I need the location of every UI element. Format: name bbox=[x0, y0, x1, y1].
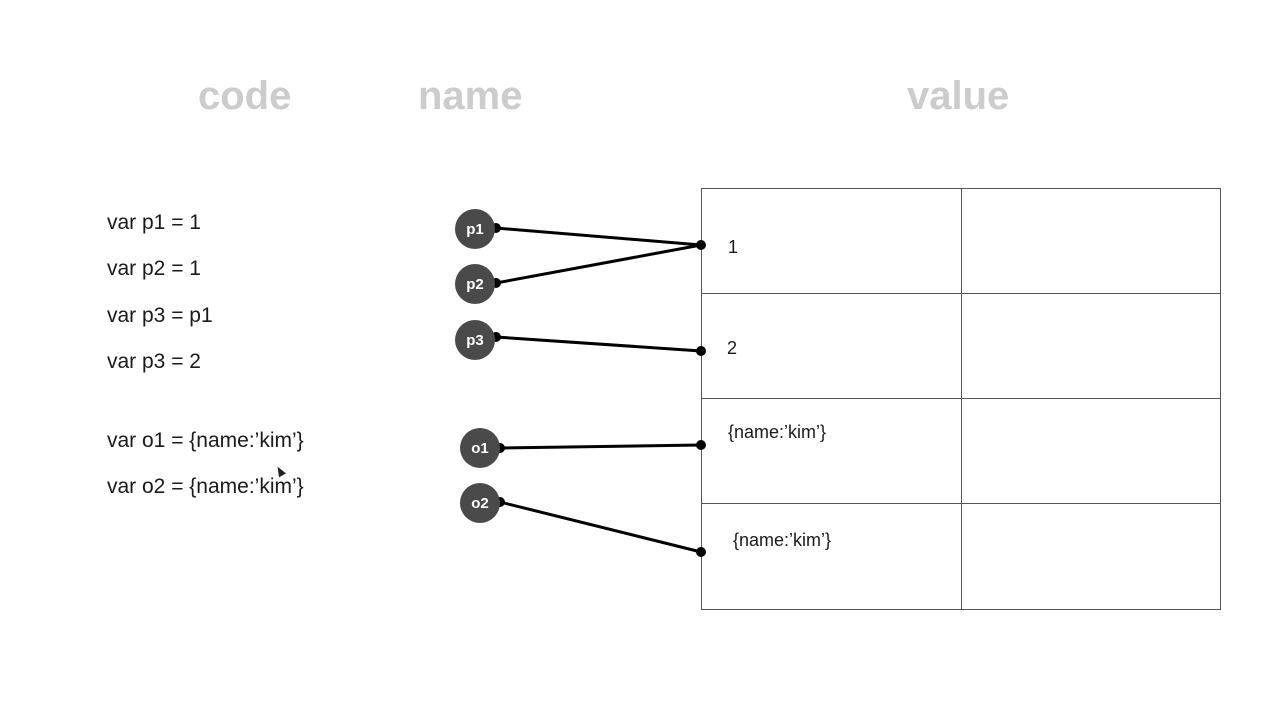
link-p3-to-2 bbox=[495, 335, 702, 353]
value-cell bbox=[702, 399, 962, 504]
node-label: p1 bbox=[466, 220, 484, 238]
link-o1-to-object-1 bbox=[499, 443, 702, 450]
column-heading-code: code bbox=[198, 74, 292, 118]
code-line: var p1 = 1 bbox=[107, 211, 201, 234]
name-node-o2: o2 bbox=[460, 483, 500, 523]
code-line: var p3 = p1 bbox=[107, 304, 213, 327]
value-cell bbox=[962, 399, 1221, 504]
column-heading-name: name bbox=[418, 74, 523, 118]
code-line: var p2 = 1 bbox=[107, 257, 201, 280]
link-p1-to-1 bbox=[495, 226, 702, 247]
node-label: p2 bbox=[466, 275, 484, 293]
code-line: var o2 = {name:’kim’} bbox=[107, 475, 304, 498]
value-item: 2 bbox=[727, 338, 738, 358]
value-item: {name:’kim’} bbox=[733, 530, 832, 550]
name-node-p1: p1 bbox=[455, 209, 495, 249]
column-heading-value: value bbox=[907, 74, 1010, 118]
name-node-o1: o1 bbox=[460, 428, 500, 468]
value-cell bbox=[962, 189, 1221, 294]
link-o2-to-object-2 bbox=[499, 500, 702, 554]
value-cell bbox=[962, 294, 1221, 399]
value-table bbox=[701, 188, 1221, 610]
value-cell bbox=[702, 504, 962, 609]
value-item: {name:’kim’} bbox=[728, 422, 827, 442]
value-cell bbox=[962, 504, 1221, 609]
value-cell bbox=[702, 189, 962, 294]
name-node-p2: p2 bbox=[455, 264, 495, 304]
code-line: var p3 = 2 bbox=[107, 350, 201, 373]
value-cell bbox=[702, 294, 962, 399]
node-label: p3 bbox=[466, 331, 484, 349]
node-label: o1 bbox=[471, 439, 489, 457]
link-p2-to-1 bbox=[495, 243, 702, 285]
value-item: 1 bbox=[728, 237, 739, 257]
node-label: o2 bbox=[471, 494, 489, 512]
code-line: var o1 = {name:’kim’} bbox=[107, 429, 304, 452]
name-node-p3: p3 bbox=[455, 320, 495, 360]
